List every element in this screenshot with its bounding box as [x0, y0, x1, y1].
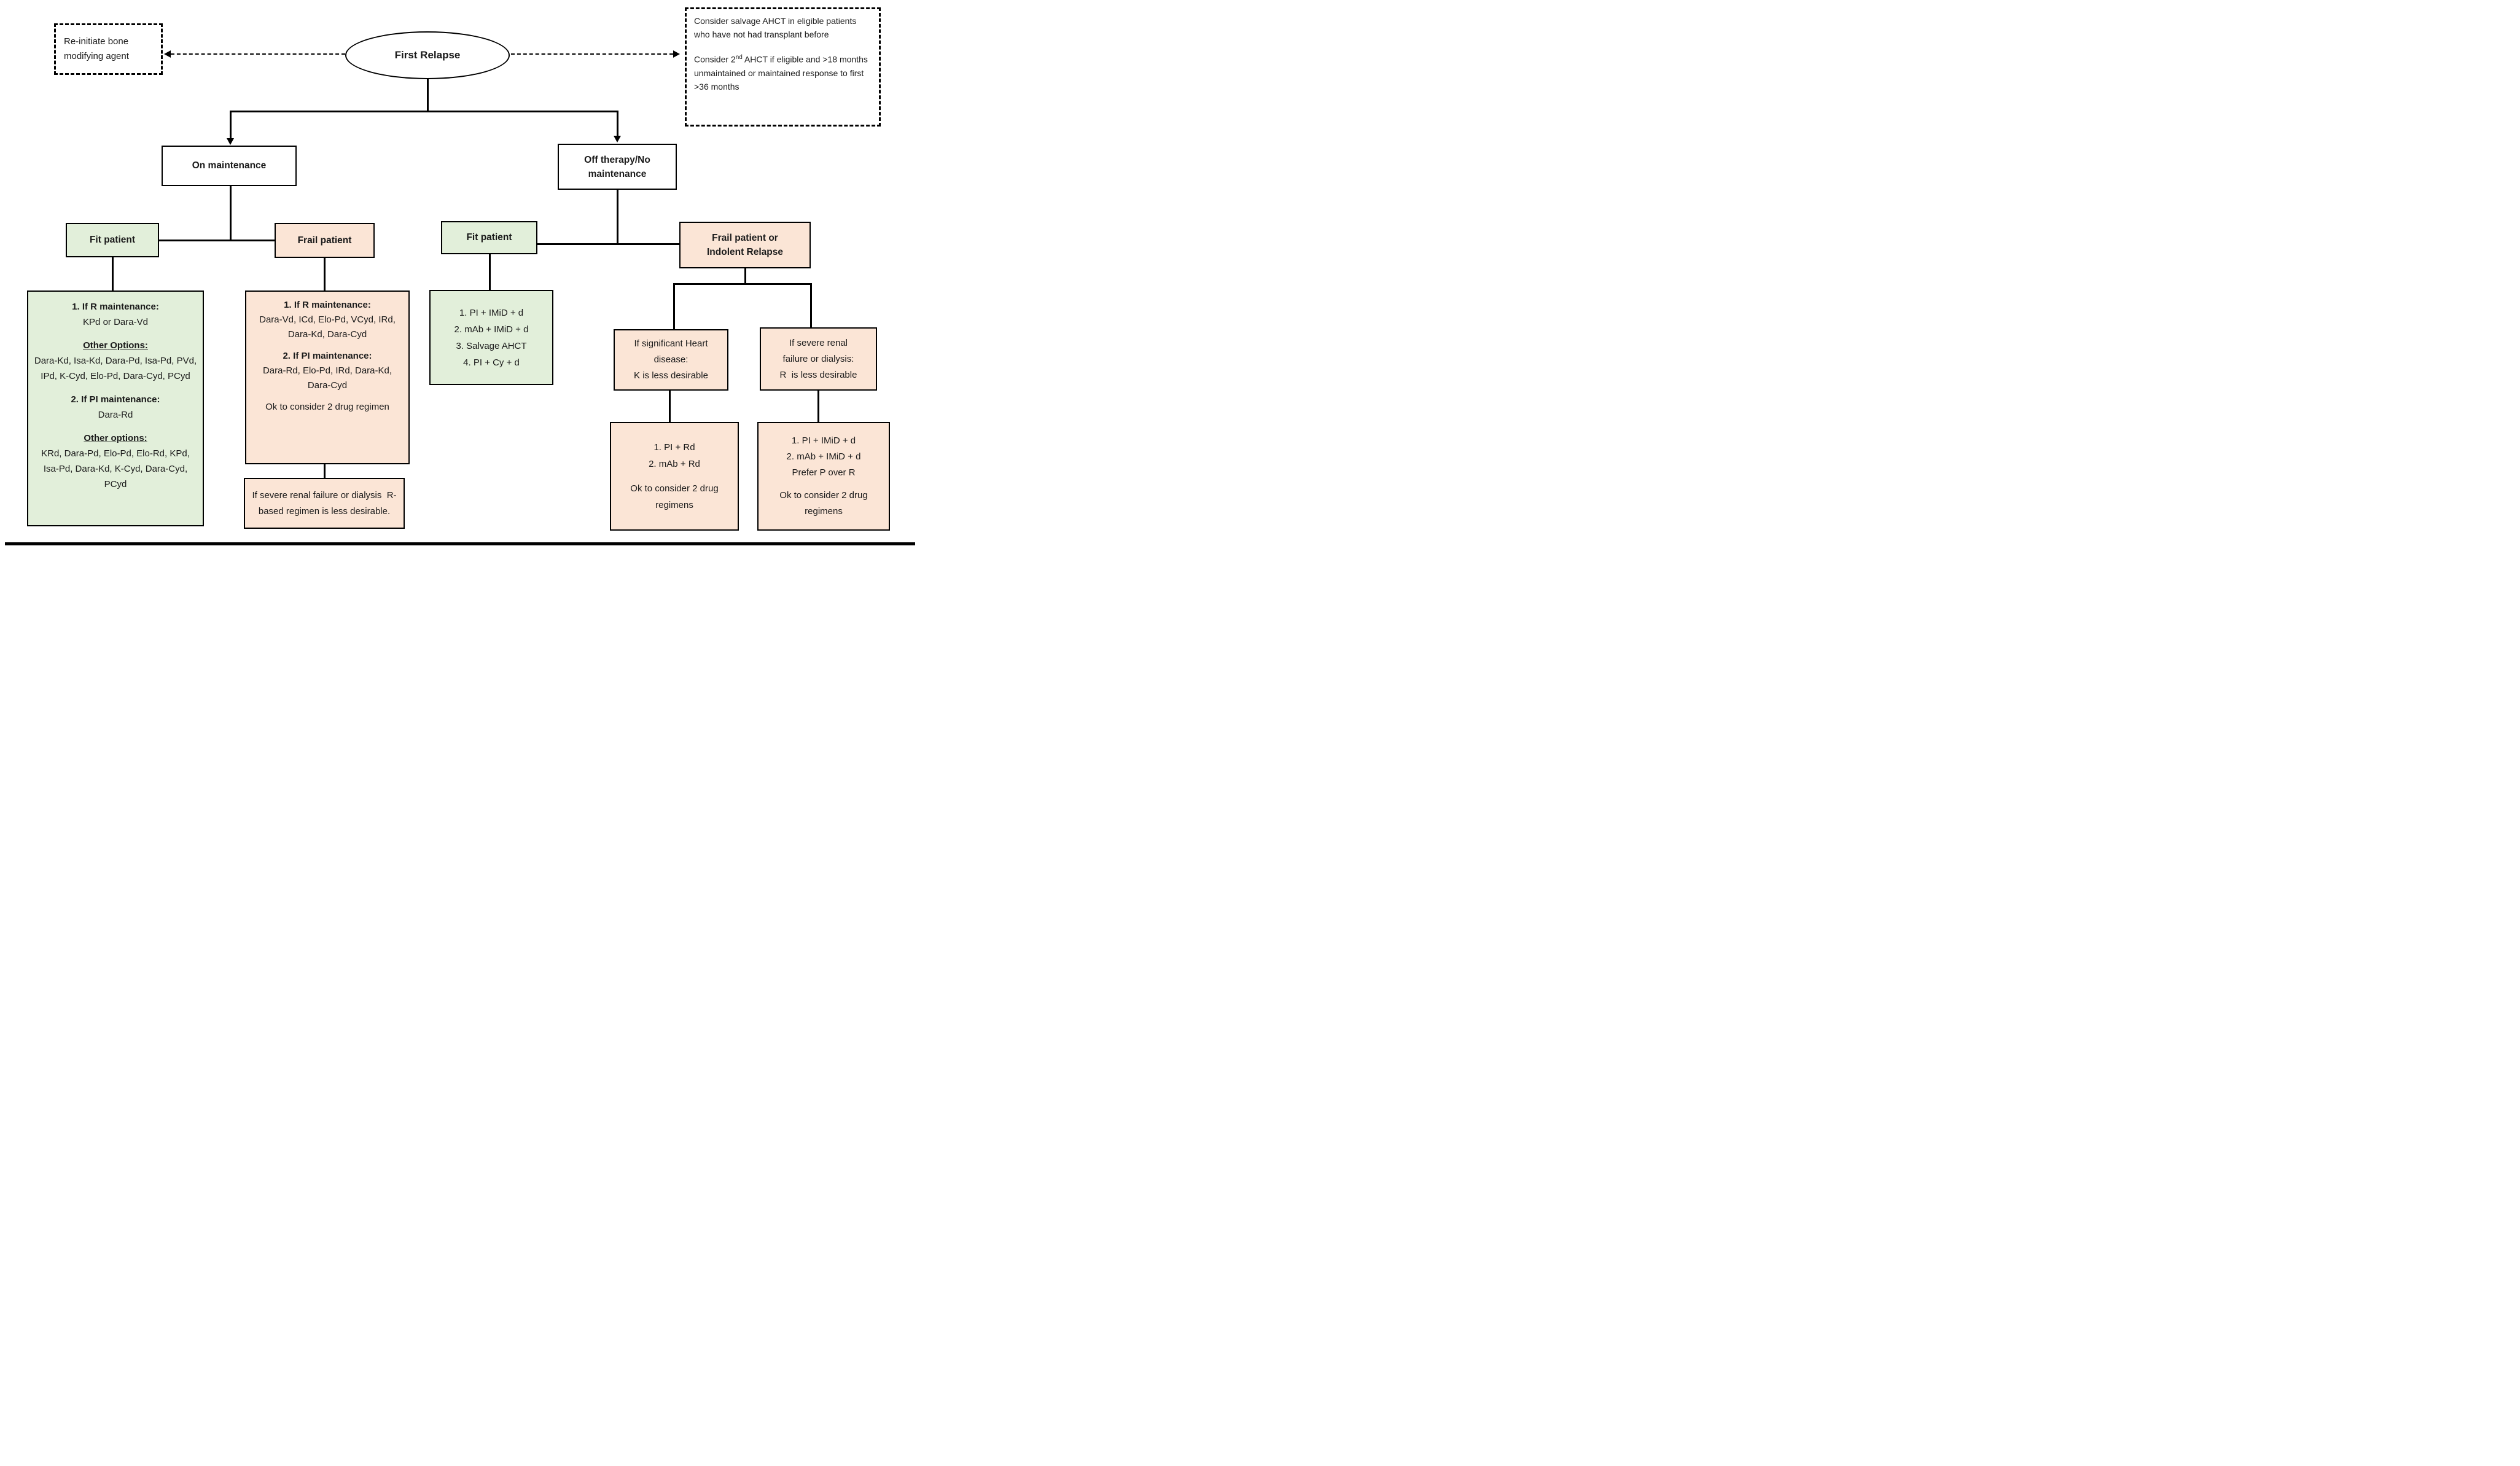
detail-note: Ok to consider 2 drug regimen [265, 402, 389, 412]
off-therapy-node: Off therapy/No maintenance [558, 144, 677, 190]
connector-to-renal-box [810, 283, 812, 327]
connector-dashed-right [511, 53, 673, 55]
renal-condition-line2: failure or dialysis: [782, 353, 854, 364]
detail-line: Dara-Kd, Isa-Kd, Dara-Pd, Isa-Pd, PVd, I… [34, 356, 197, 381]
detail-line: 2. mAb + Rd [649, 459, 700, 469]
connector-branch-horizontal [230, 111, 618, 112]
detail-line: Dara-Vd, ICd, Elo-Pd, VCyd, IRd, Dara-Kd… [259, 314, 396, 340]
connector-to-on-maintenance [230, 111, 232, 139]
detail-heading: Other options: [84, 433, 147, 443]
detail-line: 2. mAb + IMiD + d [454, 324, 529, 335]
connector-on-maintenance-down [230, 186, 232, 241]
connector-fitR-frailR-horizontal [537, 243, 679, 245]
detail-line: 4. PI + Cy + d [463, 357, 520, 368]
renal-condition-box: If severe renal failure or dialysis: R i… [760, 327, 877, 391]
connector-to-heart-box [673, 283, 675, 329]
detail-line: Dara-Rd, Elo-Pd, IRd, Dara-Kd, Dara-Cyd [262, 365, 392, 391]
connector-dashed-left [171, 53, 345, 55]
heart-condition-line3: K is less desirable [634, 370, 708, 381]
connector-off-therapy-down [617, 190, 618, 244]
connector-fit-frail-horizontal [159, 240, 275, 241]
fit-patient-right-node: Fit patient [441, 221, 537, 254]
detail-heading: 1. If R maintenance: [72, 302, 159, 312]
detail-line: 2. mAb + IMiD + d [786, 451, 861, 462]
spacer [33, 384, 198, 392]
frail-patient-label: Frail patient [297, 235, 352, 246]
right-arrowhead-icon [673, 50, 680, 58]
frail-patient-node: Frail patient [275, 223, 375, 258]
bone-modifying-agent-note: Re-initiate bone modifying agent [54, 23, 163, 75]
salvage-ahct-p2-rest: AHCT if eligible and >18 months unmainta… [694, 54, 868, 92]
connector-heart-down [669, 391, 671, 422]
detail-line: Dara-Rd [98, 410, 133, 420]
connector-frail-detail-down [324, 464, 326, 478]
connector-to-off-therapy [617, 111, 618, 136]
fit-patient-right-label: Fit patient [466, 232, 512, 243]
left-arrowhead-icon [164, 50, 171, 58]
spacer [252, 342, 402, 349]
connector-fit-right-down [489, 254, 491, 290]
bottom-divider-line [5, 542, 915, 545]
detail-heading: 2. If PI maintenance: [283, 351, 372, 361]
connector-frail-indolent-down [744, 268, 746, 284]
renal-note-text: If severe renal failure or dialysis R-ba… [252, 489, 397, 517]
renal-condition-line3: R is less desirable [779, 369, 857, 380]
detail-line: 1. PI + IMiD + d [791, 435, 856, 446]
on-frail-detail-box: 1. If R maintenance: Dara-Vd, ICd, Elo-P… [245, 290, 410, 464]
heart-condition-line2: disease: [653, 354, 689, 365]
superscript-nd: nd [735, 54, 743, 61]
connector-fit-left-down [112, 257, 114, 290]
spacer [33, 423, 198, 431]
frail-indolent-label-line1: Frail patient or [712, 233, 778, 243]
on-frail-renal-note-box: If severe renal failure or dialysis R-ba… [244, 478, 405, 529]
frail-indolent-label-line2: Indolent Relapse [706, 247, 784, 257]
connector-root-down [427, 79, 429, 111]
renal-condition-line1: If severe renal [789, 337, 848, 348]
bone-modifying-agent-text: Re-initiate bone modifying agent [64, 36, 129, 61]
fit-patient-left-node: Fit patient [66, 223, 159, 257]
salvage-ahct-note: Consider salvage AHCT in eligible patien… [685, 7, 881, 127]
connector-renal-down [817, 391, 819, 422]
salvage-ahct-p2-text: Consider 2 [694, 54, 736, 64]
frail-indolent-node: Frail patient or Indolent Relapse [679, 222, 811, 268]
heart-condition-line1: If significant Heart [634, 338, 708, 349]
detail-heading: 1. If R maintenance: [284, 300, 371, 310]
connector-split-horizontal [673, 283, 812, 285]
heart-detail-box: 1. PI + Rd 2. mAb + Rd Ok to consider 2 … [610, 422, 739, 531]
detail-line: 1. PI + IMiD + d [459, 307, 524, 318]
first-relapse-flowchart: Re-initiate bone modifying agent First R… [0, 0, 950, 553]
fit-patient-left-label: Fit patient [89, 235, 136, 245]
detail-line: Prefer P over R [792, 467, 856, 478]
detail-heading: Other Options: [83, 340, 148, 351]
on-fit-detail-box: 1. If R maintenance: KPd or Dara-Vd Othe… [27, 290, 204, 526]
first-relapse-node: First Relapse [345, 31, 510, 79]
detail-line: 1. PI + Rd [653, 442, 695, 453]
renal-detail-box: 1. PI + IMiD + d 2. mAb + IMiD + d Prefe… [757, 422, 890, 531]
detail-line: KRd, Dara-Pd, Elo-Pd, Elo-Rd, KPd, Isa-P… [41, 448, 190, 489]
detail-note: Ok to consider 2 drug regimens [630, 483, 719, 510]
heart-condition-box: If significant Heart disease: K is less … [614, 329, 728, 391]
detail-heading: 2. If PI maintenance: [71, 394, 160, 405]
connector-frail-left-down [324, 258, 326, 290]
spacer [33, 330, 198, 338]
on-maintenance-node: On maintenance [162, 146, 297, 186]
off-therapy-label: Off therapy/No maintenance [584, 154, 650, 179]
salvage-ahct-paragraph-1: Consider salvage AHCT in eligible patien… [694, 16, 857, 39]
on-maintenance-label: On maintenance [192, 160, 267, 171]
off-therapy-arrowhead-icon [614, 136, 621, 142]
off-fit-detail-box: 1. PI + IMiD + d 2. mAb + IMiD + d 3. Sa… [429, 290, 553, 385]
first-relapse-label: First Relapse [394, 49, 461, 61]
on-maintenance-arrowhead-icon [227, 138, 234, 145]
detail-line: KPd or Dara-Vd [83, 317, 148, 327]
salvage-ahct-paragraph-2: Consider 2nd AHCT if eligible and >18 mo… [694, 51, 872, 93]
detail-note: Ok to consider 2 drug regimens [779, 490, 868, 517]
detail-line: 3. Salvage AHCT [456, 340, 527, 351]
spacer [252, 393, 402, 400]
